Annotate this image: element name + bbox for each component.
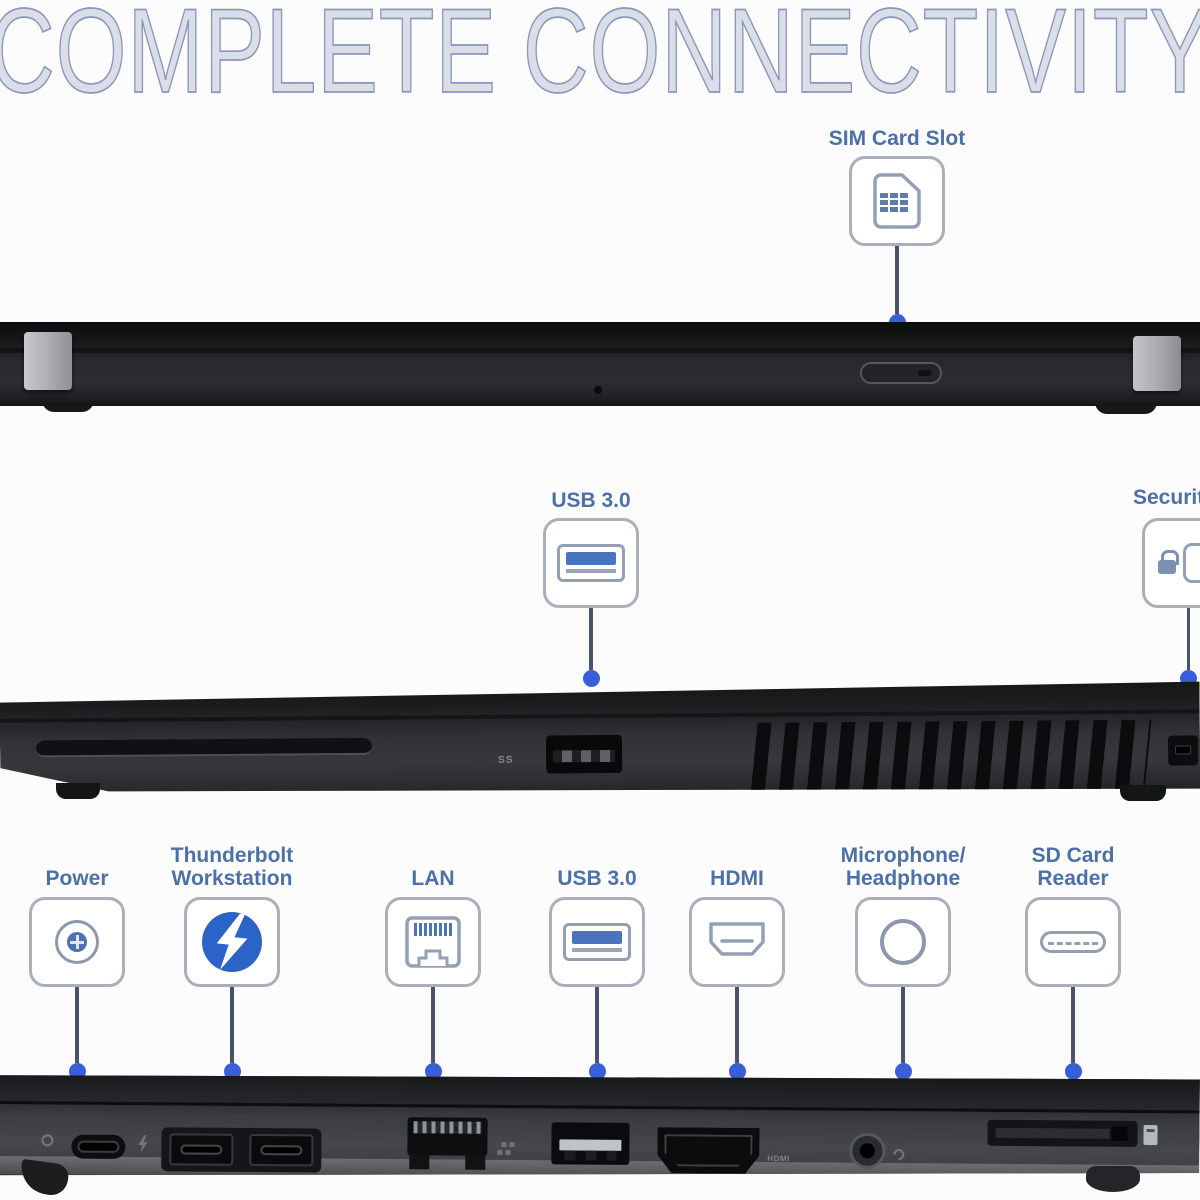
padlock-icon (1158, 550, 1179, 576)
hinge-right (1133, 336, 1181, 391)
hdmi-label: HDMI (710, 867, 764, 890)
callout-usb3: USB 3.0 (522, 840, 672, 1080)
usb-a-icon-shape (563, 923, 631, 961)
callout-dot (424, 1063, 442, 1080)
callout-line (1071, 987, 1075, 1063)
callout-line (895, 246, 899, 314)
thunderbolt-icon (184, 897, 280, 987)
mic-headphone-label: Microphone/Headphone (840, 844, 966, 890)
usb-ss-marking: SS (498, 754, 514, 766)
sim-card-icon-svg (873, 173, 921, 229)
ethernet-port-photo (407, 1117, 487, 1156)
usb-tongue-edge (572, 948, 622, 952)
callout-lan: LAN (358, 840, 508, 1080)
usb-a-port-photo (546, 735, 622, 774)
rubber-foot (1086, 1166, 1140, 1192)
emergency-reset-hole (594, 386, 602, 394)
callout-usb3-side: USB 3.0 (516, 482, 666, 687)
sd-card-slot-icon (1025, 897, 1121, 987)
callout-microphone-headphone: Microphone/Headphone (828, 840, 978, 1080)
usb-a-icon (543, 518, 639, 608)
page-title: COMPLETE CONNECTIVITY (0, 0, 1200, 118)
hinge-left (24, 332, 72, 390)
usb-c-power-port-photo (71, 1135, 125, 1159)
rubber-foot (18, 1158, 70, 1198)
smartcard-slot (36, 738, 372, 758)
power-label: Power (45, 867, 109, 890)
usb-tongue-edge (566, 569, 616, 573)
usb-blue-tongue (566, 552, 616, 565)
sim-card-slot-label: SIM Card Slot (828, 127, 966, 150)
sim-card-tray (860, 362, 942, 384)
network-marking-icon (497, 1150, 502, 1155)
usb-blue-tongue (572, 931, 622, 944)
audio-jack-circle (880, 919, 926, 965)
callout-line (230, 987, 234, 1063)
rubber-foot (1120, 785, 1166, 801)
callout-line (595, 987, 599, 1063)
lid-seam (0, 348, 1200, 353)
rubber-foot (56, 783, 100, 799)
callout-security-lock: Security Lock (1132, 482, 1200, 692)
hdmi-engraving: HDMI (767, 1154, 790, 1164)
callout-line (735, 987, 739, 1063)
callout-dot (223, 1063, 241, 1080)
callout-line (901, 987, 905, 1063)
security-lock-icon (1142, 518, 1200, 608)
usb-a-icon (549, 897, 645, 987)
laptop-right-side-photo: SS (0, 679, 1200, 803)
callout-hdmi: HDMI (662, 840, 812, 1080)
power-icon-shape (55, 920, 99, 964)
usb-a-icon-shape (557, 544, 625, 582)
headset-marking-icon (891, 1147, 907, 1163)
callout-line (75, 987, 79, 1063)
callout-line (1186, 608, 1190, 670)
hdmi-icon-svg (709, 922, 765, 956)
audio-jack-icon (855, 897, 951, 987)
callout-line (431, 987, 435, 1063)
usb-a-port-photo (551, 1122, 629, 1165)
cooling-vents (751, 720, 1152, 793)
power-marking-icon (41, 1134, 53, 1146)
rj45-icon-svg (405, 916, 461, 968)
lan-label: LAN (411, 867, 455, 890)
security-lock-label: Security Lock (1133, 486, 1200, 509)
power-connector-icon (29, 897, 125, 987)
callout-dot (1064, 1063, 1082, 1080)
callout-line (589, 608, 593, 670)
usb3-label: USB 3.0 (557, 867, 637, 890)
callout-dot (588, 1063, 606, 1080)
ethernet-rj45-icon (385, 897, 481, 987)
thunderbolt-marking-icon (137, 1135, 148, 1153)
thunderbolt-ports-photo (161, 1127, 321, 1172)
security-lock-slot-photo (1168, 735, 1198, 765)
callout-sim-card-slot: SIM Card Slot (822, 120, 972, 331)
thunderbolt-icon-svg (202, 912, 262, 972)
sd-slot-pill (1040, 931, 1106, 953)
callout-power: Power (2, 840, 152, 1080)
lock-slot-icon (1183, 543, 1200, 583)
thunderbolt-port (249, 1134, 313, 1167)
sd-card-slot-photo (987, 1120, 1137, 1147)
laptop-back-edge-photo (0, 320, 1200, 420)
callout-dot (728, 1063, 746, 1080)
audio-jack-photo (849, 1133, 885, 1169)
hdmi-icon (689, 897, 785, 987)
callout-dot (582, 670, 600, 687)
laptop-left-side-photo: HDMI (0, 1070, 1200, 1200)
sd-logo-marking (1143, 1125, 1157, 1145)
usb3-side-label: USB 3.0 (551, 489, 631, 512)
thunderbolt-port (169, 1133, 233, 1166)
hdmi-port-photo (657, 1127, 759, 1174)
callout-dot (894, 1063, 912, 1080)
sim-card-icon (849, 156, 945, 246)
